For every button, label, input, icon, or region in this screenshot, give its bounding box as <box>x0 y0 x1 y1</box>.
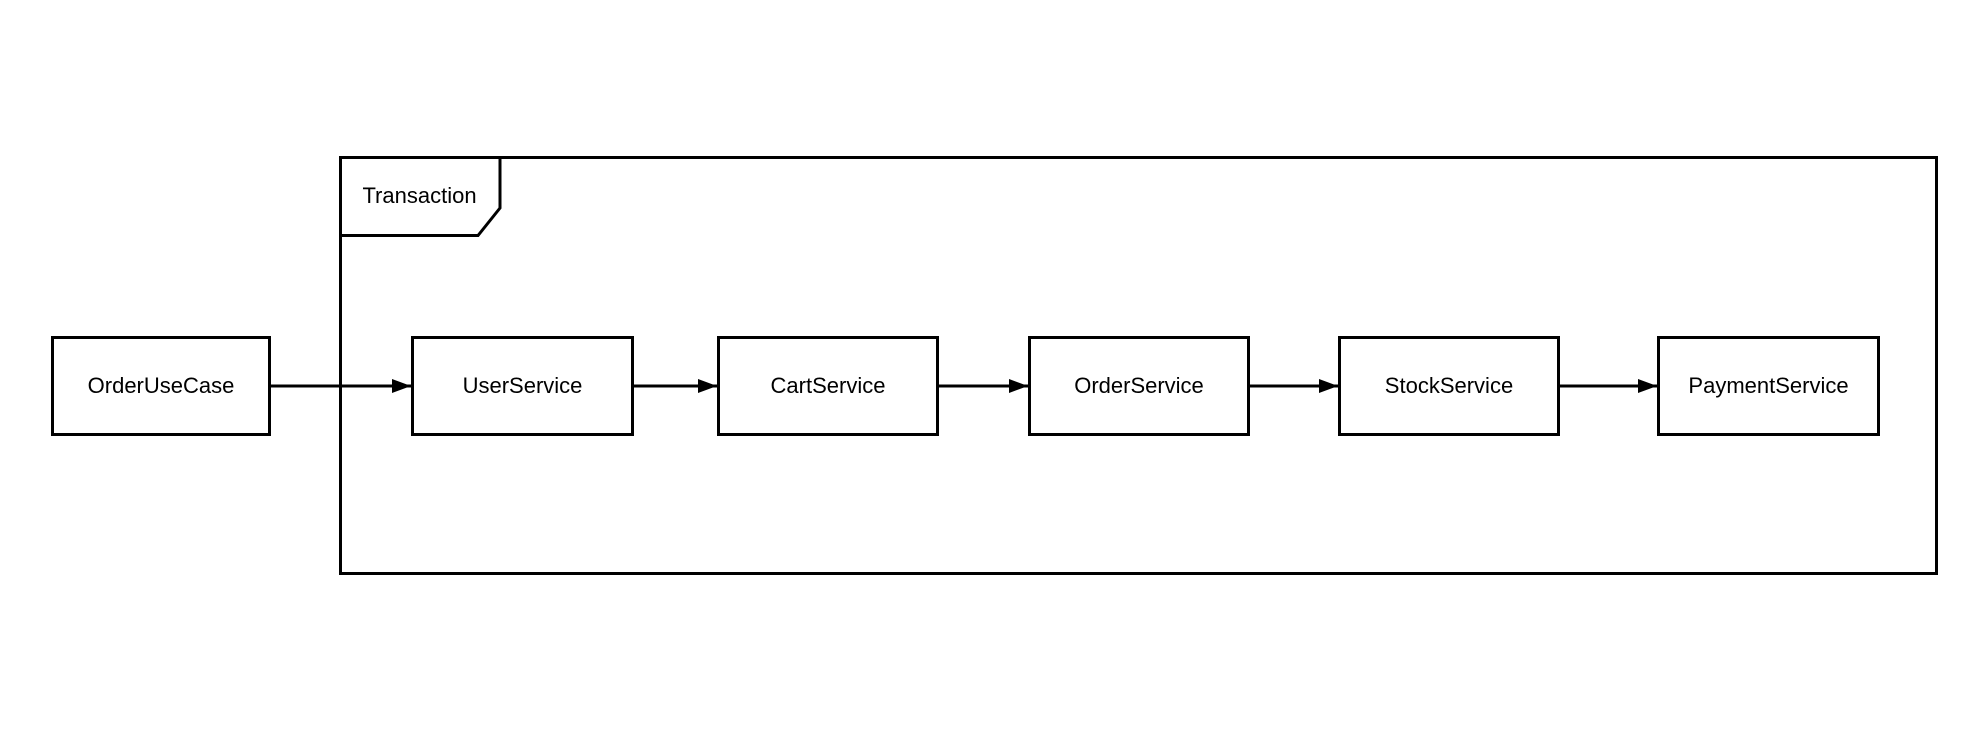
node-payment-service: PaymentService <box>1657 336 1880 436</box>
node-stock-service: StockService <box>1338 336 1560 436</box>
node-order-use-case: OrderUseCase <box>51 336 271 436</box>
node-cart-service: CartService <box>717 336 939 436</box>
transaction-frame-label: Transaction <box>362 182 477 208</box>
node-user-service: UserService <box>411 336 634 436</box>
node-order-service: OrderService <box>1028 336 1250 436</box>
